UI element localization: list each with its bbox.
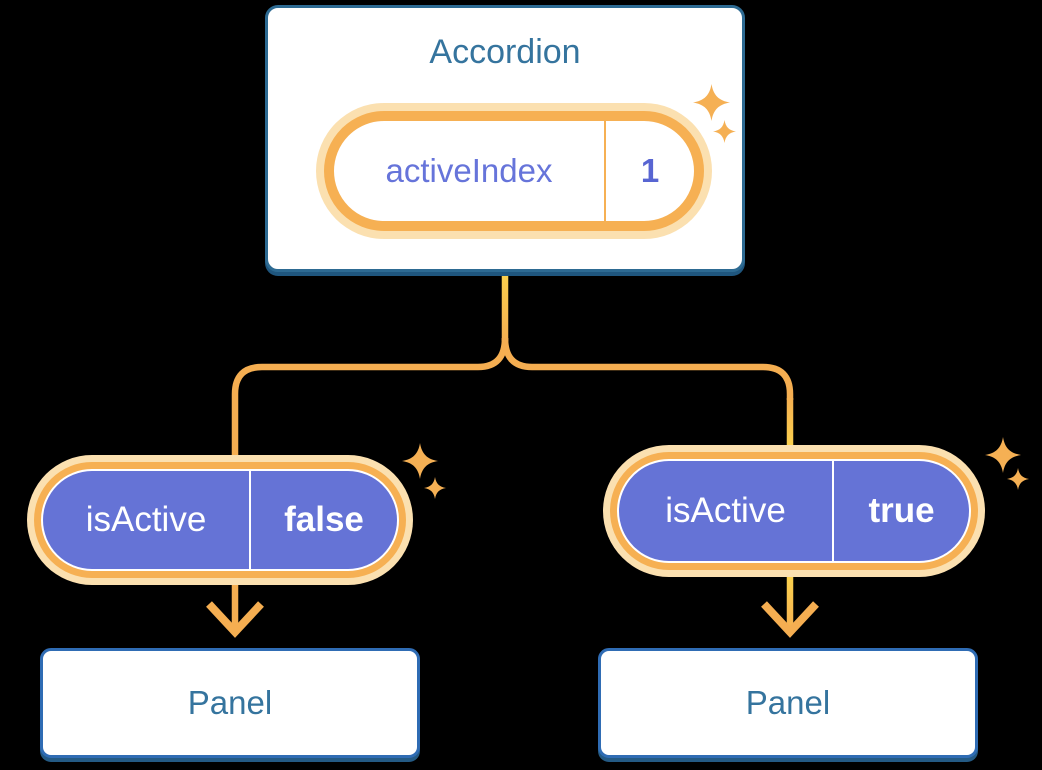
state-pill: activeIndex 1 bbox=[316, 103, 712, 239]
edge-to-left-pill bbox=[231, 337, 509, 457]
state-pill-divider bbox=[604, 121, 606, 221]
left-prop-pill-ring: isActive false bbox=[34, 462, 406, 578]
right-prop-name: isActive bbox=[665, 491, 786, 530]
right-prop-pill: isActive true bbox=[603, 445, 985, 577]
right-prop-value: true bbox=[868, 491, 935, 530]
left-panel-title: Panel bbox=[187, 684, 273, 721]
left-panel-box: Panel bbox=[40, 648, 420, 758]
sparkle-icon bbox=[693, 84, 730, 121]
left-prop-name: isActive bbox=[85, 500, 207, 539]
right-prop-pill-body: isActive true bbox=[619, 461, 969, 561]
right-panel-box: Panel bbox=[598, 648, 978, 758]
accordion-title: Accordion bbox=[429, 33, 581, 71]
left-prop-value: false bbox=[284, 500, 364, 539]
state-value: 1 bbox=[640, 152, 660, 189]
left-prop-pill: isActive false bbox=[27, 455, 413, 585]
sparkle-icon bbox=[1007, 468, 1029, 490]
sparkle-icon bbox=[985, 437, 1021, 473]
edge-to-right-pill-orange bbox=[501, 337, 794, 400]
sparkle-icon bbox=[402, 443, 438, 479]
left-prop-pill-body: isActive false bbox=[43, 471, 397, 569]
state-name-label: activeIndex bbox=[385, 152, 553, 189]
sparkle-icon bbox=[424, 477, 446, 499]
right-prop-pill-divider bbox=[832, 461, 834, 561]
arrowhead-right bbox=[761, 601, 819, 638]
right-panel-title: Panel bbox=[745, 684, 831, 721]
left-prop-pill-divider bbox=[249, 471, 251, 569]
state-pill-ring: activeIndex 1 bbox=[324, 111, 704, 231]
sparkle-icon bbox=[713, 120, 736, 143]
right-prop-pill-ring: isActive true bbox=[610, 452, 978, 570]
arrowhead-left bbox=[206, 601, 264, 638]
accordion-component-box: Accordion activeIndex 1 bbox=[265, 5, 745, 272]
